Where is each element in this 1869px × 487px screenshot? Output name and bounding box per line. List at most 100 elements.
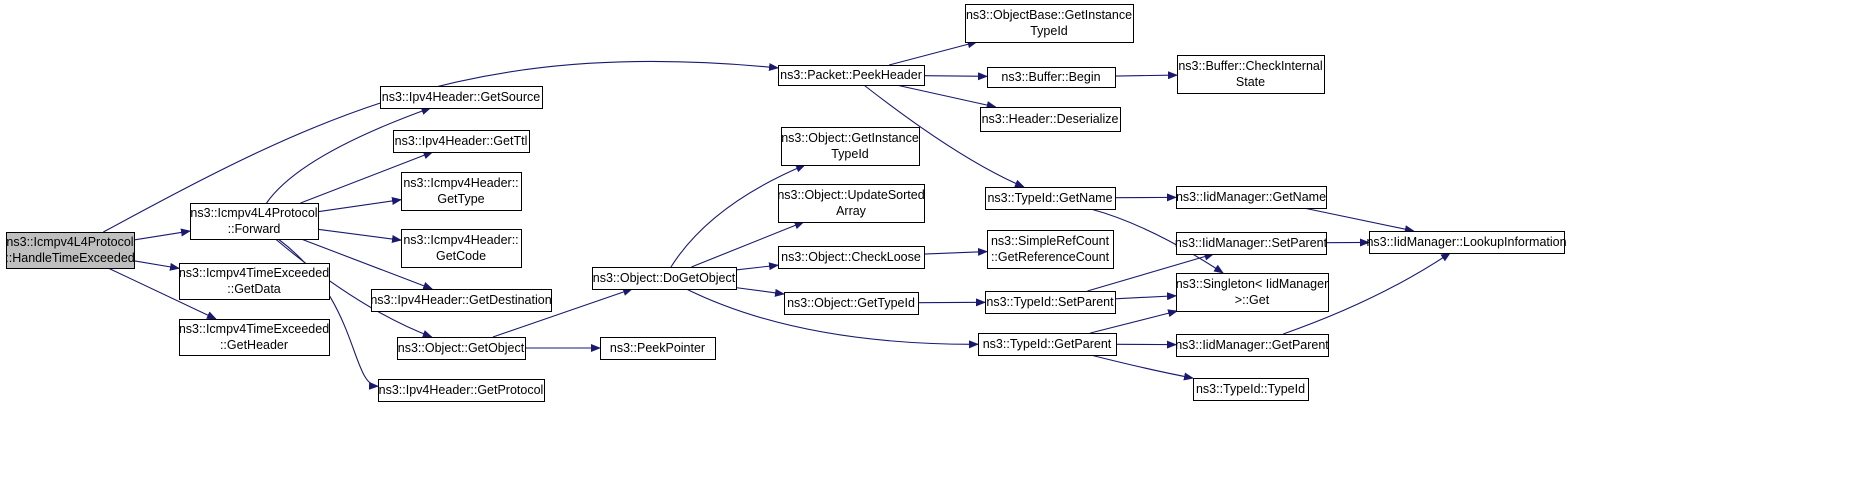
- edge-forward-to-ipv4_getsource: [266, 107, 432, 204]
- node-label-line: ns3::Object::GetTypeId: [787, 296, 915, 310]
- node-box: [6, 232, 135, 269]
- node-label-line: ns3::Icmpv4Header::: [403, 233, 518, 247]
- node-box: [179, 319, 330, 356]
- node-object_checkloose[interactable]: ns3::Object::CheckLoose: [778, 246, 925, 269]
- node-singleton_get[interactable]: ns3::Singleton< IidManager>::Get: [1176, 273, 1329, 312]
- node-icmp_getcode[interactable]: ns3::Icmpv4Header::GetCode: [401, 229, 522, 268]
- edge-typeid_getparent-to-typeid_typeid: [1090, 354, 1194, 381]
- node-label-line: ns3::Object::DoGetObject: [593, 271, 736, 285]
- node-label-line: ns3::IidManager::GetName: [1176, 190, 1326, 204]
- edge-typeid_getname-to-singleton_get: [1090, 208, 1224, 274]
- node-iidmanager_getparent[interactable]: ns3::IidManager::GetParent: [1175, 334, 1329, 357]
- node-box: [401, 229, 522, 268]
- edge-handle_time_exceeded-to-te_getheader: [107, 267, 217, 320]
- node-label-line: ns3::Singleton< IidManager: [1176, 277, 1329, 291]
- edge-packet_peekheader-to-buffer_begin: [923, 72, 988, 81]
- node-te_getheader[interactable]: ns3::Icmpv4TimeExceeded::GetHeader: [179, 319, 330, 356]
- node-label-line: ns3::Ipv4Header::GetTtl: [395, 134, 528, 148]
- node-buffer_begin[interactable]: ns3::Buffer::Begin: [987, 67, 1116, 88]
- node-te_getdata[interactable]: ns3::Icmpv4TimeExceeded::GetData: [179, 263, 330, 300]
- node-iidmanager_setparent[interactable]: ns3::IidManager::SetParent: [1175, 232, 1328, 255]
- node-label-line: ns3::Buffer::CheckInternal: [1178, 59, 1322, 73]
- node-object_getobject[interactable]: ns3::Object::GetObject: [397, 337, 526, 360]
- node-label-line: >::Get: [1235, 293, 1270, 307]
- edge-iidmanager_getparent-to-iidmanager_lookupinformation: [1283, 252, 1451, 335]
- node-label-line: State: [1236, 75, 1265, 89]
- node-box: [397, 337, 526, 360]
- node-box: [965, 4, 1134, 43]
- edge-forward-to-ipv4_getttl: [300, 151, 434, 204]
- node-box: [401, 172, 522, 211]
- node-peekpointer[interactable]: ns3::PeekPointer: [600, 337, 716, 360]
- node-packet_peekheader[interactable]: ns3::Packet::PeekHeader: [778, 65, 925, 86]
- node-ipv4_getttl[interactable]: ns3::Ipv4Header::GetTtl: [393, 130, 530, 153]
- edge-packet_peekheader-to-objectbase_getinstancetypeid: [888, 40, 978, 66]
- node-icmp_gettype[interactable]: ns3::Icmpv4Header::GetType: [401, 172, 522, 211]
- node-label-line: ns3::TypeId::TypeId: [1196, 382, 1305, 396]
- node-typeid_setparent[interactable]: ns3::TypeId::SetParent: [985, 291, 1116, 314]
- edge-object_dogetobject-to-typeid_getparent: [686, 288, 979, 349]
- node-label-line: ns3::Icmpv4TimeExceeded: [179, 266, 329, 280]
- node-box: [985, 291, 1116, 314]
- node-header_deserialize[interactable]: ns3::Header::Deserialize: [980, 107, 1121, 132]
- edge-typeid_setparent-to-iidmanager_setparent: [1087, 252, 1215, 292]
- node-iidmanager_getname[interactable]: ns3::IidManager::GetName: [1176, 186, 1327, 209]
- node-label-line: TypeId: [831, 147, 869, 161]
- node-box: [1193, 378, 1309, 401]
- node-label-line: ns3::IidManager::GetParent: [1175, 338, 1329, 352]
- edge-forward-to-icmp_getcode: [317, 228, 402, 243]
- node-box: [380, 86, 543, 109]
- node-label-line: GetCode: [436, 249, 486, 263]
- node-box: [190, 203, 319, 240]
- node-label-line: ns3::IidManager::SetParent: [1175, 236, 1328, 250]
- edge-object_getobject-to-object_dogetobject: [492, 288, 634, 338]
- node-box: [978, 333, 1117, 356]
- node-box: [781, 127, 920, 166]
- node-label-line: ns3::Object::GetInstance: [781, 131, 919, 145]
- edge-typeid_setparent-to-singleton_get: [1114, 292, 1177, 301]
- node-simplerefcount[interactable]: ns3::SimpleRefCount::GetReferenceCount: [987, 230, 1114, 269]
- edge-forward-to-object_getobject: [275, 238, 433, 338]
- node-box: [371, 289, 552, 312]
- node-ipv4_getprotocol[interactable]: ns3::Ipv4Header::GetProtocol: [378, 379, 545, 402]
- node-label-line: ::HandleTimeExceeded: [5, 251, 135, 265]
- node-label-line: ns3::Object::GetObject: [398, 341, 525, 355]
- node-box: [778, 246, 925, 269]
- node-forward[interactable]: ns3::Icmpv4L4Protocol::Forward: [190, 203, 319, 240]
- nodes-layer: ns3::Icmpv4L4Protocol::HandleTimeExceede…: [5, 4, 1567, 402]
- edge-object_dogetobject-to-object_getinstancetypeid: [670, 164, 806, 268]
- node-typeid_getparent[interactable]: ns3::TypeId::GetParent: [978, 333, 1117, 356]
- node-typeid_getname[interactable]: ns3::TypeId::GetName: [985, 187, 1116, 210]
- node-box: [987, 67, 1116, 88]
- edge-handle_time_exceeded-to-forward: [133, 228, 191, 241]
- node-label-line: ns3::Object::UpdateSorted: [777, 188, 924, 202]
- node-label-line: ns3::Ipv4Header::GetSource: [382, 90, 540, 104]
- edge-object_dogetobject-to-object_updatesorted: [691, 221, 805, 268]
- node-object_dogetobject[interactable]: ns3::Object::DoGetObject: [592, 267, 737, 290]
- node-object_gettypeid[interactable]: ns3::Object::GetTypeId: [784, 292, 919, 315]
- edge-handle_time_exceeded-to-te_getdata: [133, 260, 180, 271]
- node-handle_time_exceeded[interactable]: ns3::Icmpv4L4Protocol::HandleTimeExceede…: [5, 232, 135, 269]
- edge-object_dogetobject-to-object_checkloose: [735, 262, 779, 271]
- node-label-line: ns3::Icmpv4TimeExceeded: [179, 322, 329, 336]
- node-label-line: Array: [836, 204, 867, 218]
- edge-buffer_begin-to-buffer_checkinternal: [1114, 71, 1178, 80]
- node-label-line: GetType: [437, 192, 484, 206]
- node-label-line: ns3::Ipv4Header::GetProtocol: [379, 383, 544, 397]
- edge-object_checkloose-to-simplerefcount: [923, 247, 988, 256]
- node-ipv4_getdest[interactable]: ns3::Ipv4Header::GetDestination: [370, 289, 552, 312]
- node-ipv4_getsource[interactable]: ns3::Ipv4Header::GetSource: [380, 86, 543, 109]
- node-label-line: ::GetReferenceCount: [991, 250, 1110, 264]
- node-label-line: ns3::Object::CheckLoose: [781, 250, 921, 264]
- edge-iidmanager_getname-to-iidmanager_lookupinformation: [1303, 207, 1415, 234]
- node-box: [985, 187, 1116, 210]
- node-iidmanager_lookupinformation[interactable]: ns3::IidManager::LookupInformation: [1366, 231, 1567, 254]
- edges-layer: [103, 40, 1451, 390]
- node-label-line: ns3::Packet::PeekHeader: [780, 68, 922, 82]
- node-typeid_typeid[interactable]: ns3::TypeId::TypeId: [1193, 378, 1309, 401]
- edge-forward-to-icmp_gettype: [317, 197, 402, 213]
